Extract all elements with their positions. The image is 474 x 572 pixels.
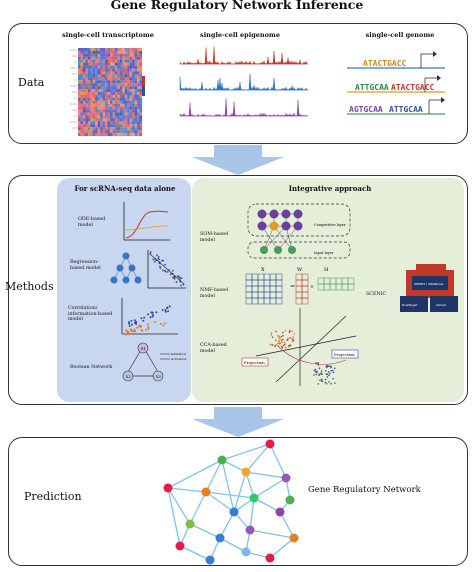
genome-row-2	[347, 75, 445, 93]
genome-seq-3b: ATTGCAA	[389, 105, 423, 114]
nmf-graphic: X W H = ×	[245, 267, 355, 305]
som-competitive-label: Competitive layer	[314, 223, 346, 227]
prediction-section-label: Prediction	[24, 490, 82, 503]
svg-text:×: ×	[310, 284, 314, 290]
svg-text:=: =	[290, 283, 295, 290]
nmf-label: NMF-based model	[200, 288, 229, 299]
bool-legend-activation: Activation	[170, 357, 186, 361]
bool-node-x1: X1	[141, 347, 146, 351]
regression-label: Regression-based model	[70, 260, 101, 271]
gene-regulatory-network	[163, 439, 299, 565]
transcriptome-label: single-cell transcriptome	[62, 31, 154, 39]
data-section-label: Data	[18, 76, 45, 89]
cca-projection-left: Projection	[244, 360, 265, 365]
genome-seq-2: ATTGCAA	[355, 83, 389, 92]
bool-node-x2: X2	[126, 375, 131, 379]
genome-seq-2b: ATACTGACC	[391, 83, 435, 92]
scenic-rcistarget: RcisTarget	[402, 303, 418, 307]
correlation-scatter	[121, 298, 178, 336]
flow-arrow-1	[192, 145, 284, 175]
nmf-w: W	[297, 267, 303, 273]
som-graphic: Competitive layer Input layer	[247, 203, 351, 259]
scenic-genie: GENIE3 / GRNBoost	[414, 282, 444, 286]
scenic-graphic: GENIE3 / GRNBoost RcisTarget AUCell	[400, 264, 458, 312]
scrna-title: For scRNA-seq data alone	[74, 184, 176, 193]
som-input-label: Input layer	[314, 251, 334, 255]
genome-row-1	[347, 51, 445, 69]
flow-arrow-2	[192, 407, 284, 437]
methods-section-label: Methods	[5, 280, 54, 293]
cca-graphic: Projection Projection	[241, 308, 359, 386]
page-title: Gene Regulatory Network Inference	[110, 0, 364, 12]
regression-graphic	[110, 250, 186, 289]
boolean-network: X1 X2 X3 Inhibition Activation	[122, 342, 186, 382]
genome-seq-1: ATACTGACC	[363, 59, 407, 68]
ode-label: ODE-based model	[78, 217, 106, 228]
cca-projection-right: Projection	[334, 352, 355, 357]
som-label: SOM-based model	[200, 232, 229, 243]
scenic-aucell: AUCell	[436, 303, 446, 307]
scenic-label: SCENIC	[366, 292, 387, 297]
bool-legend-inhibition: Inhibition	[171, 352, 186, 356]
cca-label: CCA-based model	[200, 343, 227, 354]
genome-motifs: ATACTGACC ATTGCAA ATACTGACC AGTGCAA ATTG…	[347, 51, 445, 115]
boolean-label: Boolean Network	[70, 365, 113, 370]
correlation-label: Correlation/ information-based model	[68, 306, 113, 323]
genome-seq-3: AGTGCAA	[349, 105, 383, 114]
epigenome-tracks	[179, 46, 308, 117]
prediction-panel	[8, 437, 468, 566]
genome-row-3	[347, 97, 445, 115]
genome-label: single-cell genome	[365, 31, 435, 39]
network-label: Gene Regulatory Network	[308, 485, 421, 495]
integrative-title: Integrative approach	[288, 184, 372, 193]
ode-chart	[123, 202, 170, 241]
bool-node-x3: X3	[156, 375, 161, 379]
transcriptome-heatmap	[68, 46, 148, 138]
nmf-x: X	[261, 267, 265, 273]
nmf-h: H	[324, 267, 329, 273]
epigenome-label: single-cell epigenome	[200, 31, 280, 39]
